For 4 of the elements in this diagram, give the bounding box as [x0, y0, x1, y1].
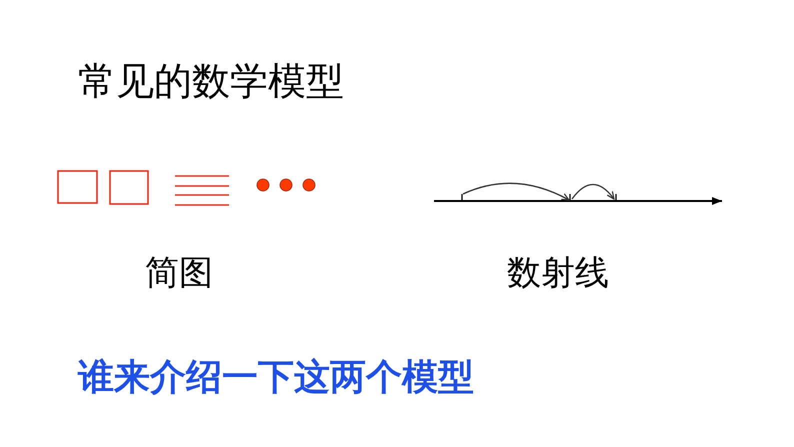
caption-text: 数射线: [507, 256, 609, 290]
caption-text: 简图: [145, 256, 213, 290]
prompt-text: 谁来介绍一下这两个模型: [78, 360, 474, 396]
heading: 常见的数学模型: [78, 62, 344, 100]
